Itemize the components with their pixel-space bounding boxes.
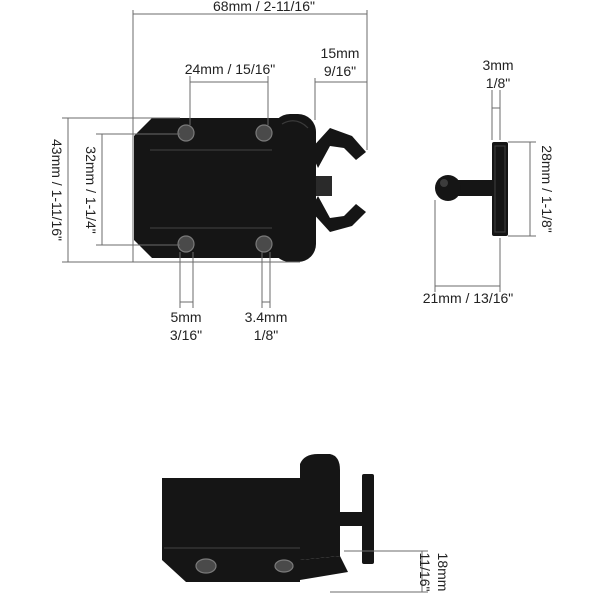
striker-length-label: 21mm / 13/16" xyxy=(423,290,514,306)
dim-striker-plate-thickness: 3mm 1/8" xyxy=(482,57,514,140)
mount-hole-top-left xyxy=(177,124,195,142)
latch-side-view xyxy=(162,454,374,582)
striker-view xyxy=(435,142,508,236)
hole-offset-in-label: 3/16" xyxy=(170,327,202,343)
overall-width-label: 68mm / 2-11/16" xyxy=(213,0,315,14)
dim-striker-plate-height: 28mm / 1-1/8" xyxy=(508,141,555,237)
hole-spacing-label: 24mm / 15/16" xyxy=(185,61,276,77)
dim-jaw-depth: 15mm 9/16" xyxy=(314,45,367,120)
hole-diameter-mm-label: 3.4mm xyxy=(245,309,288,325)
plate-height-label: 28mm / 1-1/8" xyxy=(539,145,555,232)
body-height-in-label: 11/16" xyxy=(417,553,433,592)
hole-offset-mm-label: 5mm xyxy=(170,309,201,325)
jaw-depth-in-label: 9/16" xyxy=(324,63,356,79)
dim-body-height: 18mm 11/16" xyxy=(330,550,451,593)
dim-overall-width: 68mm / 2-11/16" xyxy=(132,0,368,262)
dim-hole-spacing: 24mm / 15/16" xyxy=(185,61,276,125)
dim-hole-diameter: 3.4mm 1/8" xyxy=(245,252,288,343)
latch-front-view xyxy=(134,114,366,262)
mount-hole-bottom-left xyxy=(177,235,195,253)
mount-hole-bottom-right xyxy=(255,235,273,253)
dim-striker-length: 21mm / 13/16" xyxy=(423,200,514,306)
dim-hole-offset: 5mm 3/16" xyxy=(170,252,202,343)
overall-height-label: 43mm / 1-11/16" xyxy=(49,139,65,241)
mount-hole-top-right xyxy=(255,124,273,142)
inner-height-label: 32mm / 1-1/4" xyxy=(83,146,99,233)
hole-diameter-in-label: 1/8" xyxy=(254,327,278,343)
dim-overall-height: 43mm / 1-11/16" xyxy=(49,117,300,263)
plate-thickness-in-label: 1/8" xyxy=(486,75,510,91)
body-height-mm-label: 18mm xyxy=(435,553,451,592)
dim-inner-height: 32mm / 1-1/4" xyxy=(83,133,180,246)
plate-thickness-mm-label: 3mm xyxy=(482,57,513,73)
jaw-depth-mm-label: 15mm xyxy=(321,45,360,61)
